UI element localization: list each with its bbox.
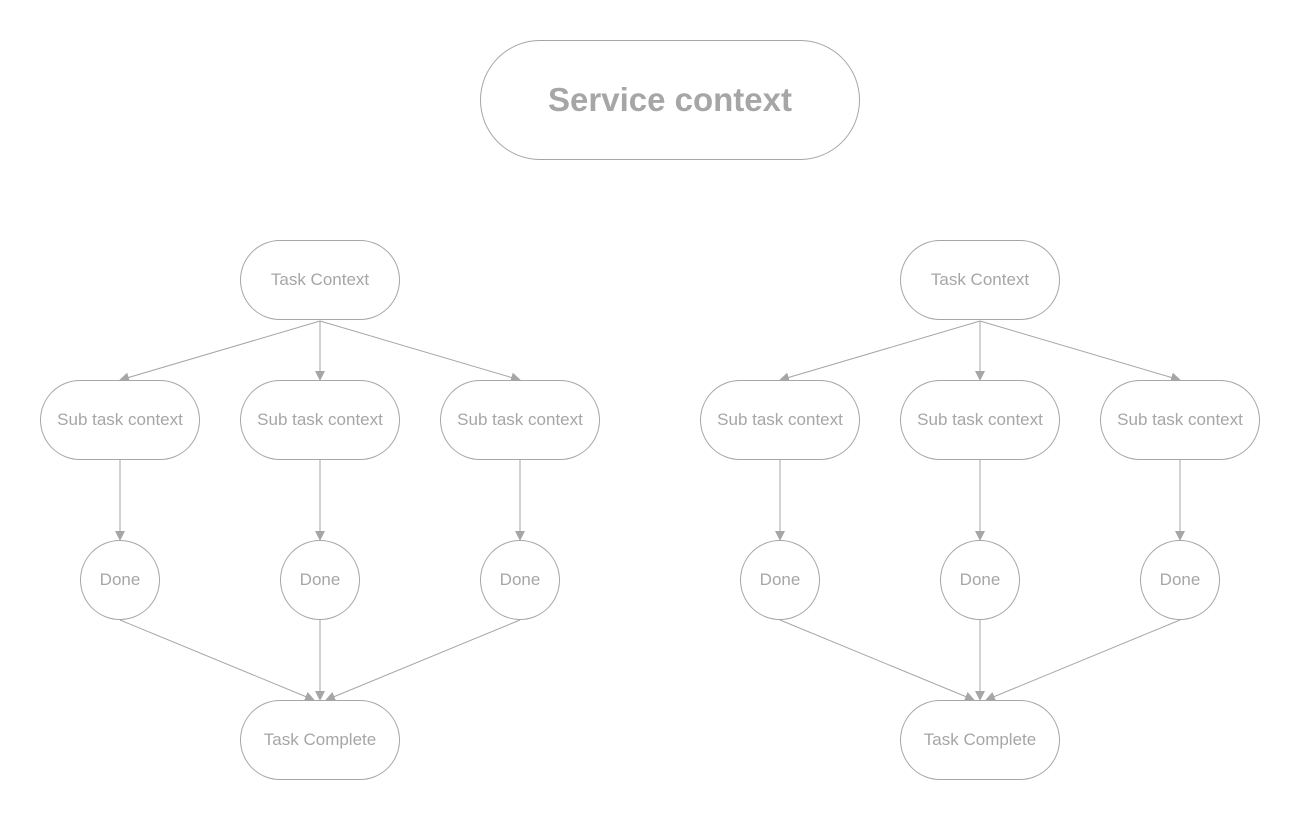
subtask-context-node: Sub task context xyxy=(700,380,860,460)
task-context-label: Task Context xyxy=(270,270,370,289)
connector-arrow xyxy=(119,320,321,383)
done-node: Done xyxy=(940,540,1020,620)
done-label: Done xyxy=(99,570,141,589)
connector-arrow xyxy=(319,320,521,383)
subtask-context-node: Sub task context xyxy=(40,380,200,460)
connector-arrow xyxy=(119,619,315,702)
subtask-context-node: Sub task context xyxy=(240,380,400,460)
task-complete-node: Task Complete xyxy=(900,700,1060,780)
subtask-context-label: Sub task context xyxy=(717,410,843,429)
connector-arrow xyxy=(779,619,975,702)
subtask-context-label: Sub task context xyxy=(57,410,183,429)
task-context-label: Task Context xyxy=(930,270,1030,289)
task-context-node: Task Context xyxy=(900,240,1060,320)
subtask-context-node: Sub task context xyxy=(440,380,600,460)
done-node: Done xyxy=(1140,540,1220,620)
done-node: Done xyxy=(80,540,160,620)
task-complete-label: Task Complete xyxy=(923,730,1037,749)
connector-arrow xyxy=(985,619,1181,702)
task-complete-label: Task Complete xyxy=(263,730,377,749)
done-label: Done xyxy=(759,570,801,589)
service-context-label: Service context xyxy=(548,81,792,118)
done-node: Done xyxy=(480,540,560,620)
subtask-context-node: Sub task context xyxy=(900,380,1060,460)
done-label: Done xyxy=(299,570,341,589)
subtask-context-label: Sub task context xyxy=(457,410,583,429)
connector-arrow xyxy=(979,320,1181,383)
subtask-context-label: Sub task context xyxy=(917,410,1043,429)
connector-arrow xyxy=(325,619,521,702)
done-label: Done xyxy=(499,570,541,589)
connector-arrow xyxy=(779,320,981,383)
task-complete-node: Task Complete xyxy=(240,700,400,780)
done-label: Done xyxy=(1159,570,1201,589)
done-node: Done xyxy=(280,540,360,620)
subtask-context-label: Sub task context xyxy=(1117,410,1243,429)
done-node: Done xyxy=(740,540,820,620)
service-context-node: Service context xyxy=(480,40,860,160)
task-context-node: Task Context xyxy=(240,240,400,320)
subtask-context-label: Sub task context xyxy=(257,410,383,429)
done-label: Done xyxy=(959,570,1001,589)
subtask-context-node: Sub task context xyxy=(1100,380,1260,460)
